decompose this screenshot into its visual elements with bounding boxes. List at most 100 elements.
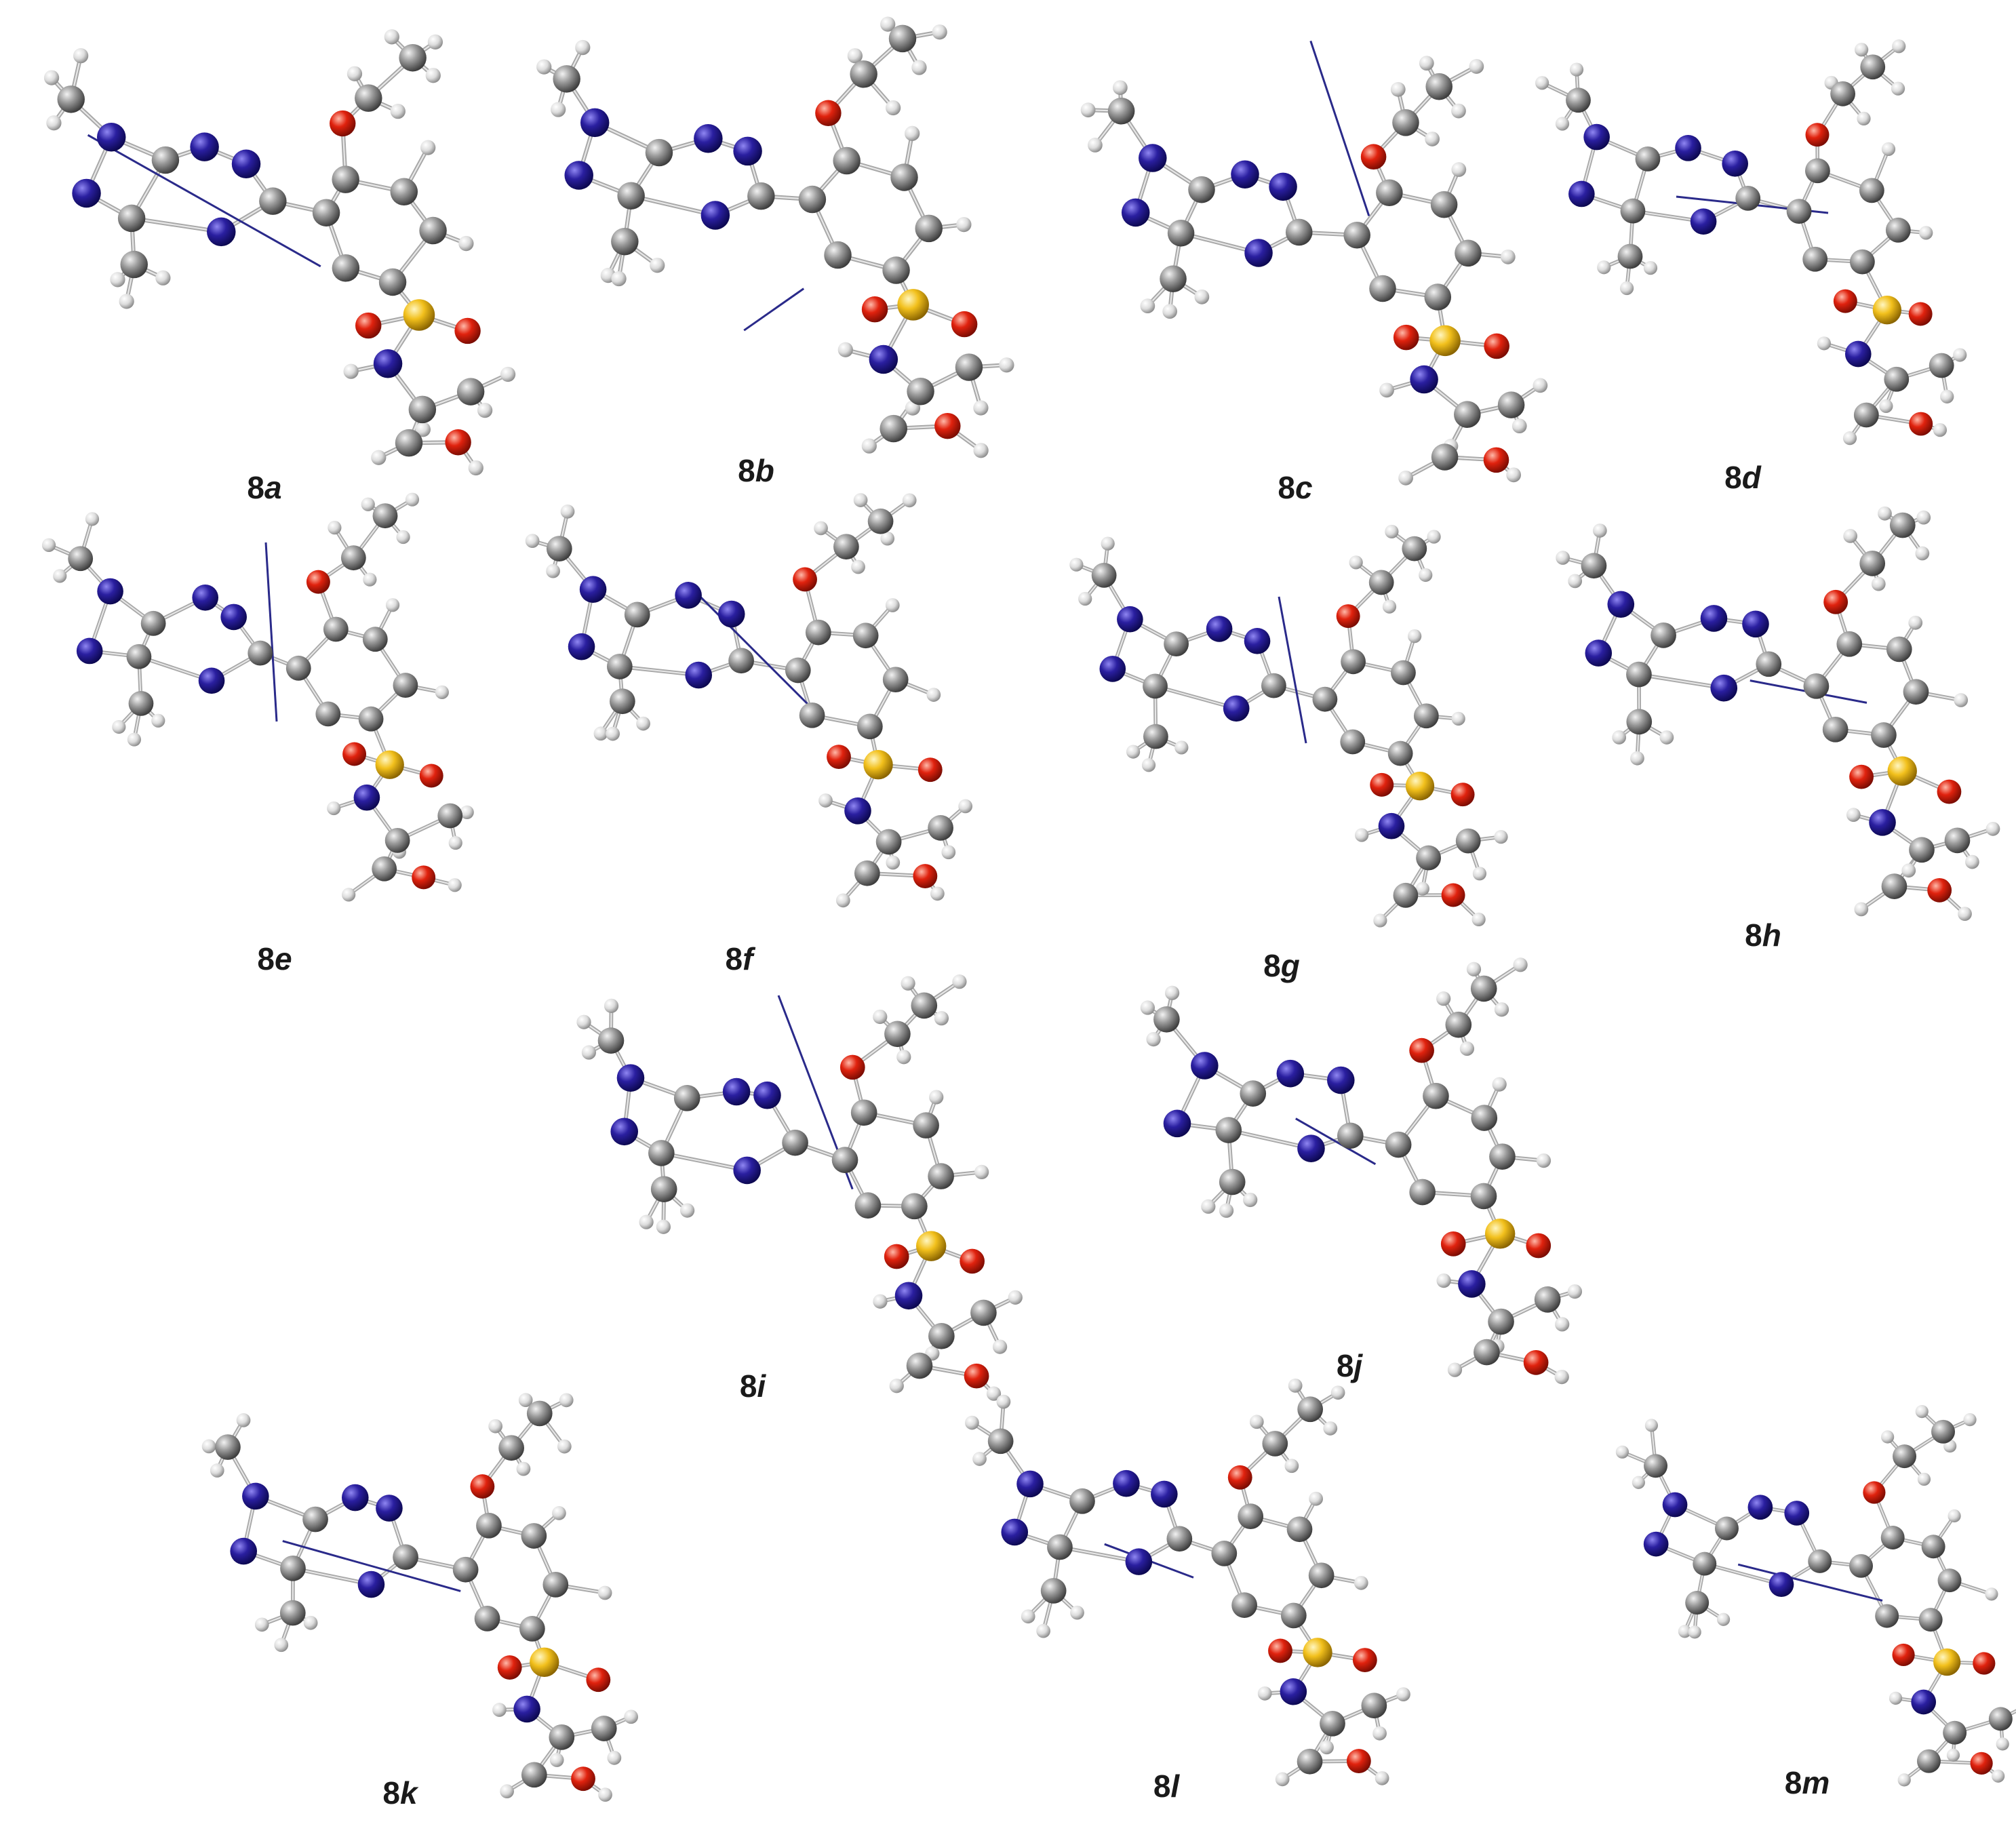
hydrogen-atom — [1164, 985, 1180, 1000]
label-8i: 8i — [740, 1368, 767, 1404]
nitrogen-atom — [1191, 1052, 1219, 1080]
hydrogen-atom — [1036, 1623, 1051, 1638]
hydrogen-atom — [1615, 1445, 1629, 1459]
carbon-atom — [833, 146, 861, 175]
carbon-atom — [315, 701, 341, 727]
nitrogen-atom — [230, 1537, 258, 1565]
nitrogen-atom — [1643, 1531, 1669, 1557]
sulfur-atom — [863, 750, 893, 780]
carbon-atom — [1871, 722, 1897, 748]
label-8k: 8k — [382, 1775, 419, 1811]
hydrogen-atom — [1954, 693, 1969, 707]
carbon-atom — [875, 829, 902, 855]
hydrogen-atom — [1494, 830, 1508, 844]
carbon-atom — [852, 622, 879, 649]
bond-highlight — [660, 1152, 748, 1171]
oxygen-atom — [1483, 447, 1509, 473]
hydrogen-atom — [1390, 81, 1406, 97]
hydrogen-atom — [1857, 111, 1871, 126]
carbon-atom — [140, 610, 166, 636]
oxygen-atom — [1523, 1350, 1549, 1375]
hydrogen-atom — [1284, 1459, 1299, 1474]
carbon-atom — [1756, 651, 1782, 677]
hydrogen-atom — [956, 217, 972, 233]
oxygen-atom — [1849, 764, 1874, 789]
carbon-atom — [1735, 185, 1761, 211]
carbon-atom — [302, 1506, 328, 1532]
hydrogen-atom — [607, 1750, 622, 1765]
carbon-atom — [1918, 1608, 1943, 1632]
nitrogen-atom — [844, 797, 871, 825]
hydrogen-atom — [1555, 1317, 1570, 1332]
carbon-atom — [384, 827, 410, 853]
carbon-atom — [1369, 275, 1396, 302]
hydrogen-atom — [1408, 629, 1422, 644]
sulfur-atom — [530, 1647, 559, 1678]
hydrogen-atom — [1889, 1691, 1903, 1705]
oxygen-atom — [861, 296, 888, 323]
hydrogen-atom — [889, 1379, 904, 1393]
carbon-atom — [1391, 660, 1416, 686]
hydrogen-atom — [911, 60, 927, 75]
nitrogen-atom — [1662, 1492, 1688, 1518]
molecule-8g — [1069, 524, 1508, 928]
carbon-atom — [1937, 1568, 1962, 1593]
hydrogen-atom — [576, 1014, 591, 1029]
label-8b: 8b — [738, 453, 774, 488]
oxygen-atom — [1892, 1643, 1915, 1667]
carbon-atom — [1581, 553, 1607, 579]
hydrogen-atom — [516, 1461, 531, 1476]
carbon-atom — [1337, 1122, 1364, 1149]
carbon-atom — [1280, 1602, 1307, 1629]
hydrogen-atom — [127, 732, 142, 747]
nitrogen-atom — [341, 1484, 369, 1511]
hydrogen-atom — [1459, 1041, 1475, 1056]
hydrogen-atom — [901, 976, 915, 991]
carbon-atom — [1425, 73, 1452, 100]
nitrogen-atom — [1458, 1270, 1486, 1298]
hydrogen-atom — [581, 1045, 597, 1060]
oxygen-atom — [1370, 772, 1394, 797]
carbon-atom — [1285, 218, 1313, 246]
sulfur-atom — [897, 289, 929, 321]
oxygen-atom — [964, 1363, 989, 1389]
hydrogen-atom — [405, 492, 420, 507]
dipole-vector-8m — [1737, 1563, 1883, 1602]
sulfur-atom — [1887, 756, 1917, 786]
carbon-atom — [1885, 217, 1911, 243]
carbon-atom — [1617, 243, 1643, 269]
hydrogen-atom — [1101, 536, 1115, 551]
hydrogen-atom — [43, 70, 60, 85]
hydrogen-atom — [1275, 1772, 1290, 1787]
nitrogen-atom — [694, 124, 723, 153]
sulfur-atom — [1484, 1219, 1516, 1249]
nitrogen-atom — [1327, 1066, 1355, 1094]
hydrogen-atom — [552, 1506, 566, 1520]
carbon-atom — [1188, 176, 1215, 203]
carbon-atom — [1297, 1748, 1323, 1775]
hydrogen-atom — [327, 801, 341, 816]
carbon-atom — [1929, 353, 1954, 378]
hydrogen-atom — [500, 1784, 514, 1799]
carbon-atom — [799, 702, 825, 728]
carbon-atom — [1805, 158, 1830, 184]
carbon-atom — [1431, 443, 1459, 471]
carbon-atom — [824, 241, 852, 269]
carbon-atom — [728, 648, 754, 674]
hydrogen-atom — [1915, 546, 1930, 561]
nitrogen-atom — [353, 784, 380, 811]
nitrogen-atom — [1231, 160, 1259, 189]
carbon-atom — [1853, 402, 1879, 428]
carbon-atom — [1341, 649, 1366, 675]
carbon-atom — [1881, 873, 1908, 899]
carbon-atom — [1921, 1535, 1945, 1559]
molecules-layer — [41, 16, 2016, 1802]
hydrogen-atom — [1398, 470, 1413, 486]
carbon-atom — [546, 536, 572, 561]
dipole-vector-8g — [1278, 596, 1307, 744]
hydrogen-atom — [1494, 1002, 1509, 1017]
oxygen-atom — [1409, 1037, 1434, 1063]
carbon-atom — [1343, 221, 1370, 249]
bond-highlight — [630, 195, 716, 216]
carbon-atom — [419, 216, 447, 245]
